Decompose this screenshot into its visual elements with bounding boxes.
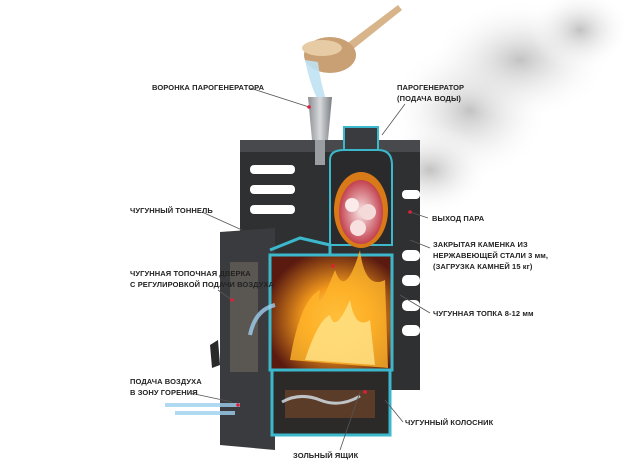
label-tunnel: ЧУГУННЫЙ ТОННЕЛЬ	[130, 206, 213, 215]
label-door-line1: ЧУГУННАЯ ТОПОЧНАЯ ДВЕРКА	[130, 269, 251, 278]
air-flow-arrows	[165, 303, 276, 415]
ash-box	[270, 368, 392, 437]
funnel	[308, 97, 332, 165]
label-firebox: ЧУГУННАЯ ТОПКА 8-12 мм	[433, 309, 534, 318]
label-steam-generator-line2: (ПОДАЧА ВОДЫ)	[397, 94, 462, 103]
label-steam-generator-line1: ПАРОГЕНЕРАТОР	[397, 83, 465, 92]
label-heater-line1: ЗАКРЫТАЯ КАМЕНКА ИЗ	[433, 240, 528, 249]
label-heater-line2: НЕРЖАВЕЮЩЕЙ СТАЛИ 3 мм,	[433, 251, 549, 260]
marker-dots	[230, 105, 412, 407]
firebox-door	[210, 228, 275, 450]
ladle-icon	[302, 5, 402, 100]
steam-generator	[329, 126, 393, 248]
leader-lines	[189, 87, 431, 451]
label-door-line2: С РЕГУЛИРОВКОЙ ПОДАЧИ ВОЗДУХА	[130, 280, 275, 289]
firebox-flames	[268, 236, 394, 372]
label-door: ЧУГУННАЯ ТОПОЧНАЯ ДВЕРКА С РЕГУЛИРОВКОЙ …	[130, 268, 274, 290]
label-air-supply-line1: ПОДАЧА ВОЗДУХА	[130, 377, 202, 386]
label-heater: ЗАКРЫТАЯ КАМЕНКА ИЗ НЕРЖАВЕЮЩЕЙ СТАЛИ 3 …	[433, 239, 548, 272]
label-funnel: ВОРОНКА ПАРОГЕНЕРАТОРА	[152, 83, 265, 92]
label-grate: ЧУГУННЫЙ КОЛОСНИК	[405, 418, 494, 427]
label-air-supply: ПОДАЧА ВОЗДУХА В ЗОНУ ГОРЕНИЯ	[130, 376, 202, 398]
label-steam-generator: ПАРОГЕНЕРАТОР (ПОДАЧА ВОДЫ)	[397, 82, 464, 104]
label-ash-box: ЗОЛЬНЫЙ ЯЩИК	[293, 451, 359, 460]
label-steam-outlet: ВЫХОД ПАРА	[432, 214, 485, 223]
label-air-supply-line2: В ЗОНУ ГОРЕНИЯ	[130, 388, 198, 397]
label-heater-line3: (ЗАГРУЗКА КАМНЕЙ 15 кг)	[433, 262, 533, 271]
